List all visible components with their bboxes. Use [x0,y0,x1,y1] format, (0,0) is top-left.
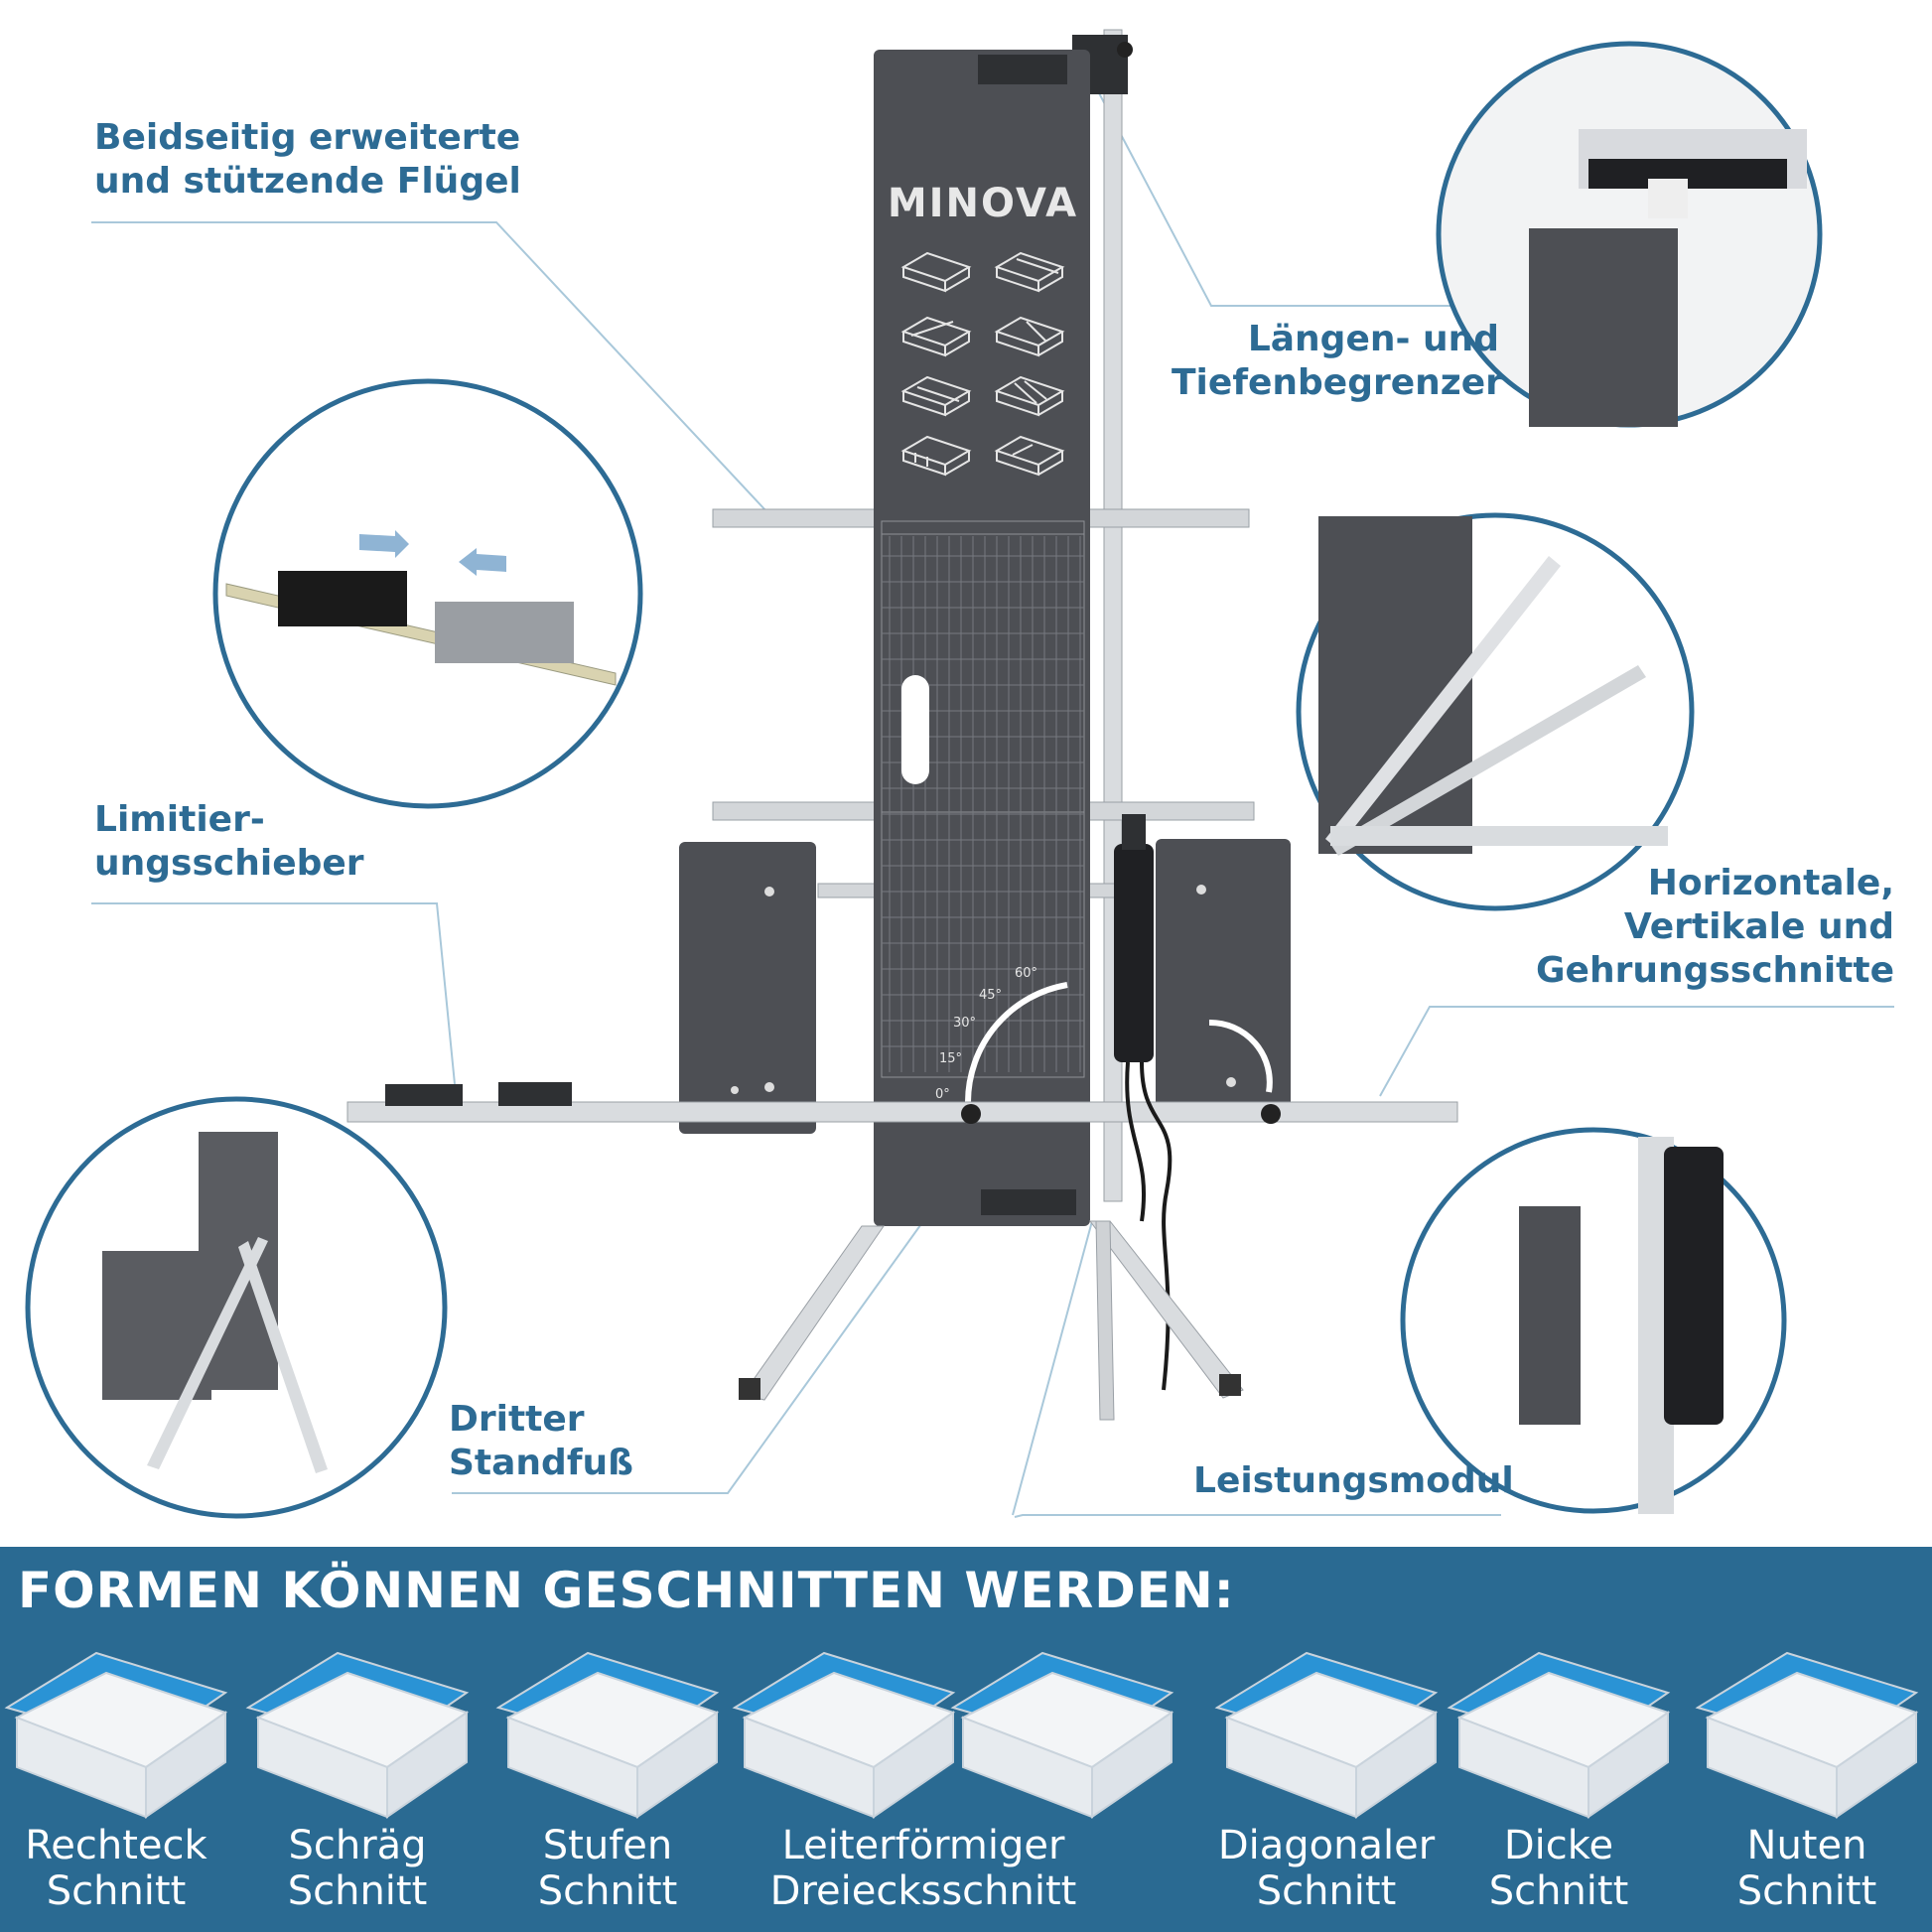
foam-block-front [1091,1711,1173,1819]
label-limiter-line1: Längen- und [1247,319,1499,359]
left-support-plate [679,842,816,1134]
label-foot-line1: Dritter [449,1399,585,1440]
foam-block-front [386,1711,468,1819]
label-slider-line1: Limitier- [94,799,265,840]
foam-block-front [1587,1711,1669,1819]
label-power: Leistungsmodul [1193,1460,1514,1501]
shape-caption-line1: Stufen [542,1823,673,1868]
shape-caption-line1: Leiterförmiger [781,1823,1065,1868]
foam-block-front [636,1711,718,1819]
front-rail [346,1101,1458,1123]
foam-block-front [145,1711,226,1819]
foam-block-front [1836,1711,1917,1819]
label-slider: Limitier- ungsschieber [94,798,364,886]
shape-caption-line1: Schräg [288,1823,427,1868]
angle-30: 30° [953,1016,976,1031]
angle-15: 15° [939,1051,962,1066]
detail-circle-limiter [1436,41,1823,428]
label-wings: Beidseitig erweiterte und stützende Flüg… [94,116,521,204]
angle-60: 60° [1015,966,1037,981]
shape-caption-line2: Schnitt [1488,1868,1629,1914]
shape-caption-line2: Schnitt [46,1868,187,1914]
brand-logo: MINOVA [888,181,1078,226]
foam-block-front [1355,1711,1437,1819]
label-wings-line1: Beidseitig erweiterte [94,117,521,158]
shape-caption-line1: Dicke [1503,1823,1614,1868]
label-cuts-line2: Vertikale und [1623,906,1894,947]
angle-45: 45° [979,988,1002,1003]
angle-0: 0° [935,1087,950,1102]
callout-connector-lines [91,88,1894,1518]
ruler-grid [881,520,1085,1078]
label-foot: Dritter Standfuß [449,1398,633,1485]
label-wings-line2: und stützende Flügel [94,161,521,202]
shape-caption-line2: Dreiecksschnitt [769,1868,1077,1914]
stand-legs [739,1220,1244,1421]
label-cuts: Horizontale, Vertikale und Gehrungsschni… [1459,862,1894,993]
shape-caption-line2: Schnitt [1256,1868,1397,1914]
label-limiter: Längen- und Tiefenbegrenzer [1172,318,1503,405]
power-module [1114,844,1154,1062]
label-cuts-line3: Gehrungsschnitte [1535,950,1894,991]
detail-circle-cuts [1296,512,1695,911]
shapes-panel-title: FORMEN KÖNNEN GESCHNITTEN WERDEN: [18,1562,1235,1619]
shape-caption-line2: Schnitt [537,1868,678,1914]
detail-circle-power [1400,1127,1787,1514]
shape-caption-line1: Rechteck [25,1823,207,1868]
handle-slot [901,675,929,784]
foam-block-front [873,1711,954,1819]
shape-caption-line2: Schnitt [287,1868,428,1914]
product-illustration: MINOVA 0° 15° 30° 45° 60° [25,29,1894,1519]
label-slider-line2: ungsschieber [94,843,364,884]
slider-block-1 [385,1084,463,1106]
detail-circle-slider [212,378,643,809]
shape-caption-line2: Schnitt [1736,1868,1877,1914]
label-limiter-line2: Tiefenbegrenzer [1172,362,1503,403]
label-foot-line2: Standfuß [449,1443,634,1483]
shape-caption-line1: Nuten [1746,1823,1867,1868]
detail-circle-foot [25,1096,448,1519]
slider-block-2 [498,1082,572,1106]
shape-caption-line1: Diagonaler [1217,1823,1436,1868]
angle-protractor [965,982,1068,1103]
board-pictograms [900,251,1065,477]
label-cuts-line1: Horizontale, [1647,863,1894,903]
